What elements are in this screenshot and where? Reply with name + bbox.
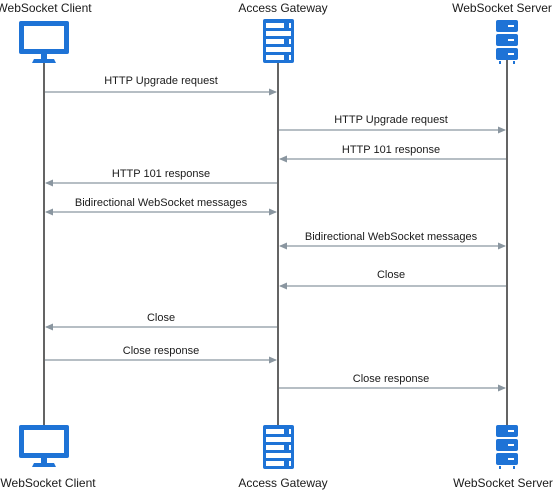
message-6: Bidirectional WebSocket messages <box>279 231 506 250</box>
message-3: HTTP 101 response <box>279 144 506 163</box>
server-rack-icon <box>496 20 518 64</box>
server-rack-icon <box>496 425 518 469</box>
actor-label-gateway-top: Access Gateway <box>238 1 327 15</box>
message-10: Close response <box>279 373 506 392</box>
gateway-server-icon <box>263 425 294 469</box>
message-label: HTTP 101 response <box>342 144 440 156</box>
gateway-server-icon <box>263 19 294 63</box>
message-2: HTTP Upgrade request <box>279 114 506 134</box>
monitor-icon <box>19 425 69 467</box>
message-9: Close response <box>45 345 277 364</box>
actor-label-server-top: WebSocket Server <box>452 1 552 15</box>
message-5: Bidirectional WebSocket messages <box>45 197 277 216</box>
message-label: HTTP Upgrade request <box>104 75 218 87</box>
actor-label-client-top: WebSocket Client <box>0 1 92 15</box>
message-label: HTTP 101 response <box>112 168 210 180</box>
message-label: Close <box>147 312 175 324</box>
monitor-icon <box>19 21 69 63</box>
actor-label-client-bottom: WebSocket Client <box>0 476 96 490</box>
actor-label-server-bottom: WebSocket Server <box>453 476 553 490</box>
message-8: Close <box>45 312 277 331</box>
message-1: HTTP Upgrade request <box>45 75 277 96</box>
message-label: HTTP Upgrade request <box>334 114 448 126</box>
message-label: Close response <box>123 345 199 357</box>
actor-label-gateway-bottom: Access Gateway <box>238 476 327 490</box>
message-label: Bidirectional WebSocket messages <box>75 197 248 209</box>
message-label: Bidirectional WebSocket messages <box>305 231 478 243</box>
message-4: HTTP 101 response <box>45 168 277 187</box>
message-label: Close <box>377 269 405 281</box>
message-7: Close <box>279 269 506 290</box>
message-label: Close response <box>353 373 429 385</box>
